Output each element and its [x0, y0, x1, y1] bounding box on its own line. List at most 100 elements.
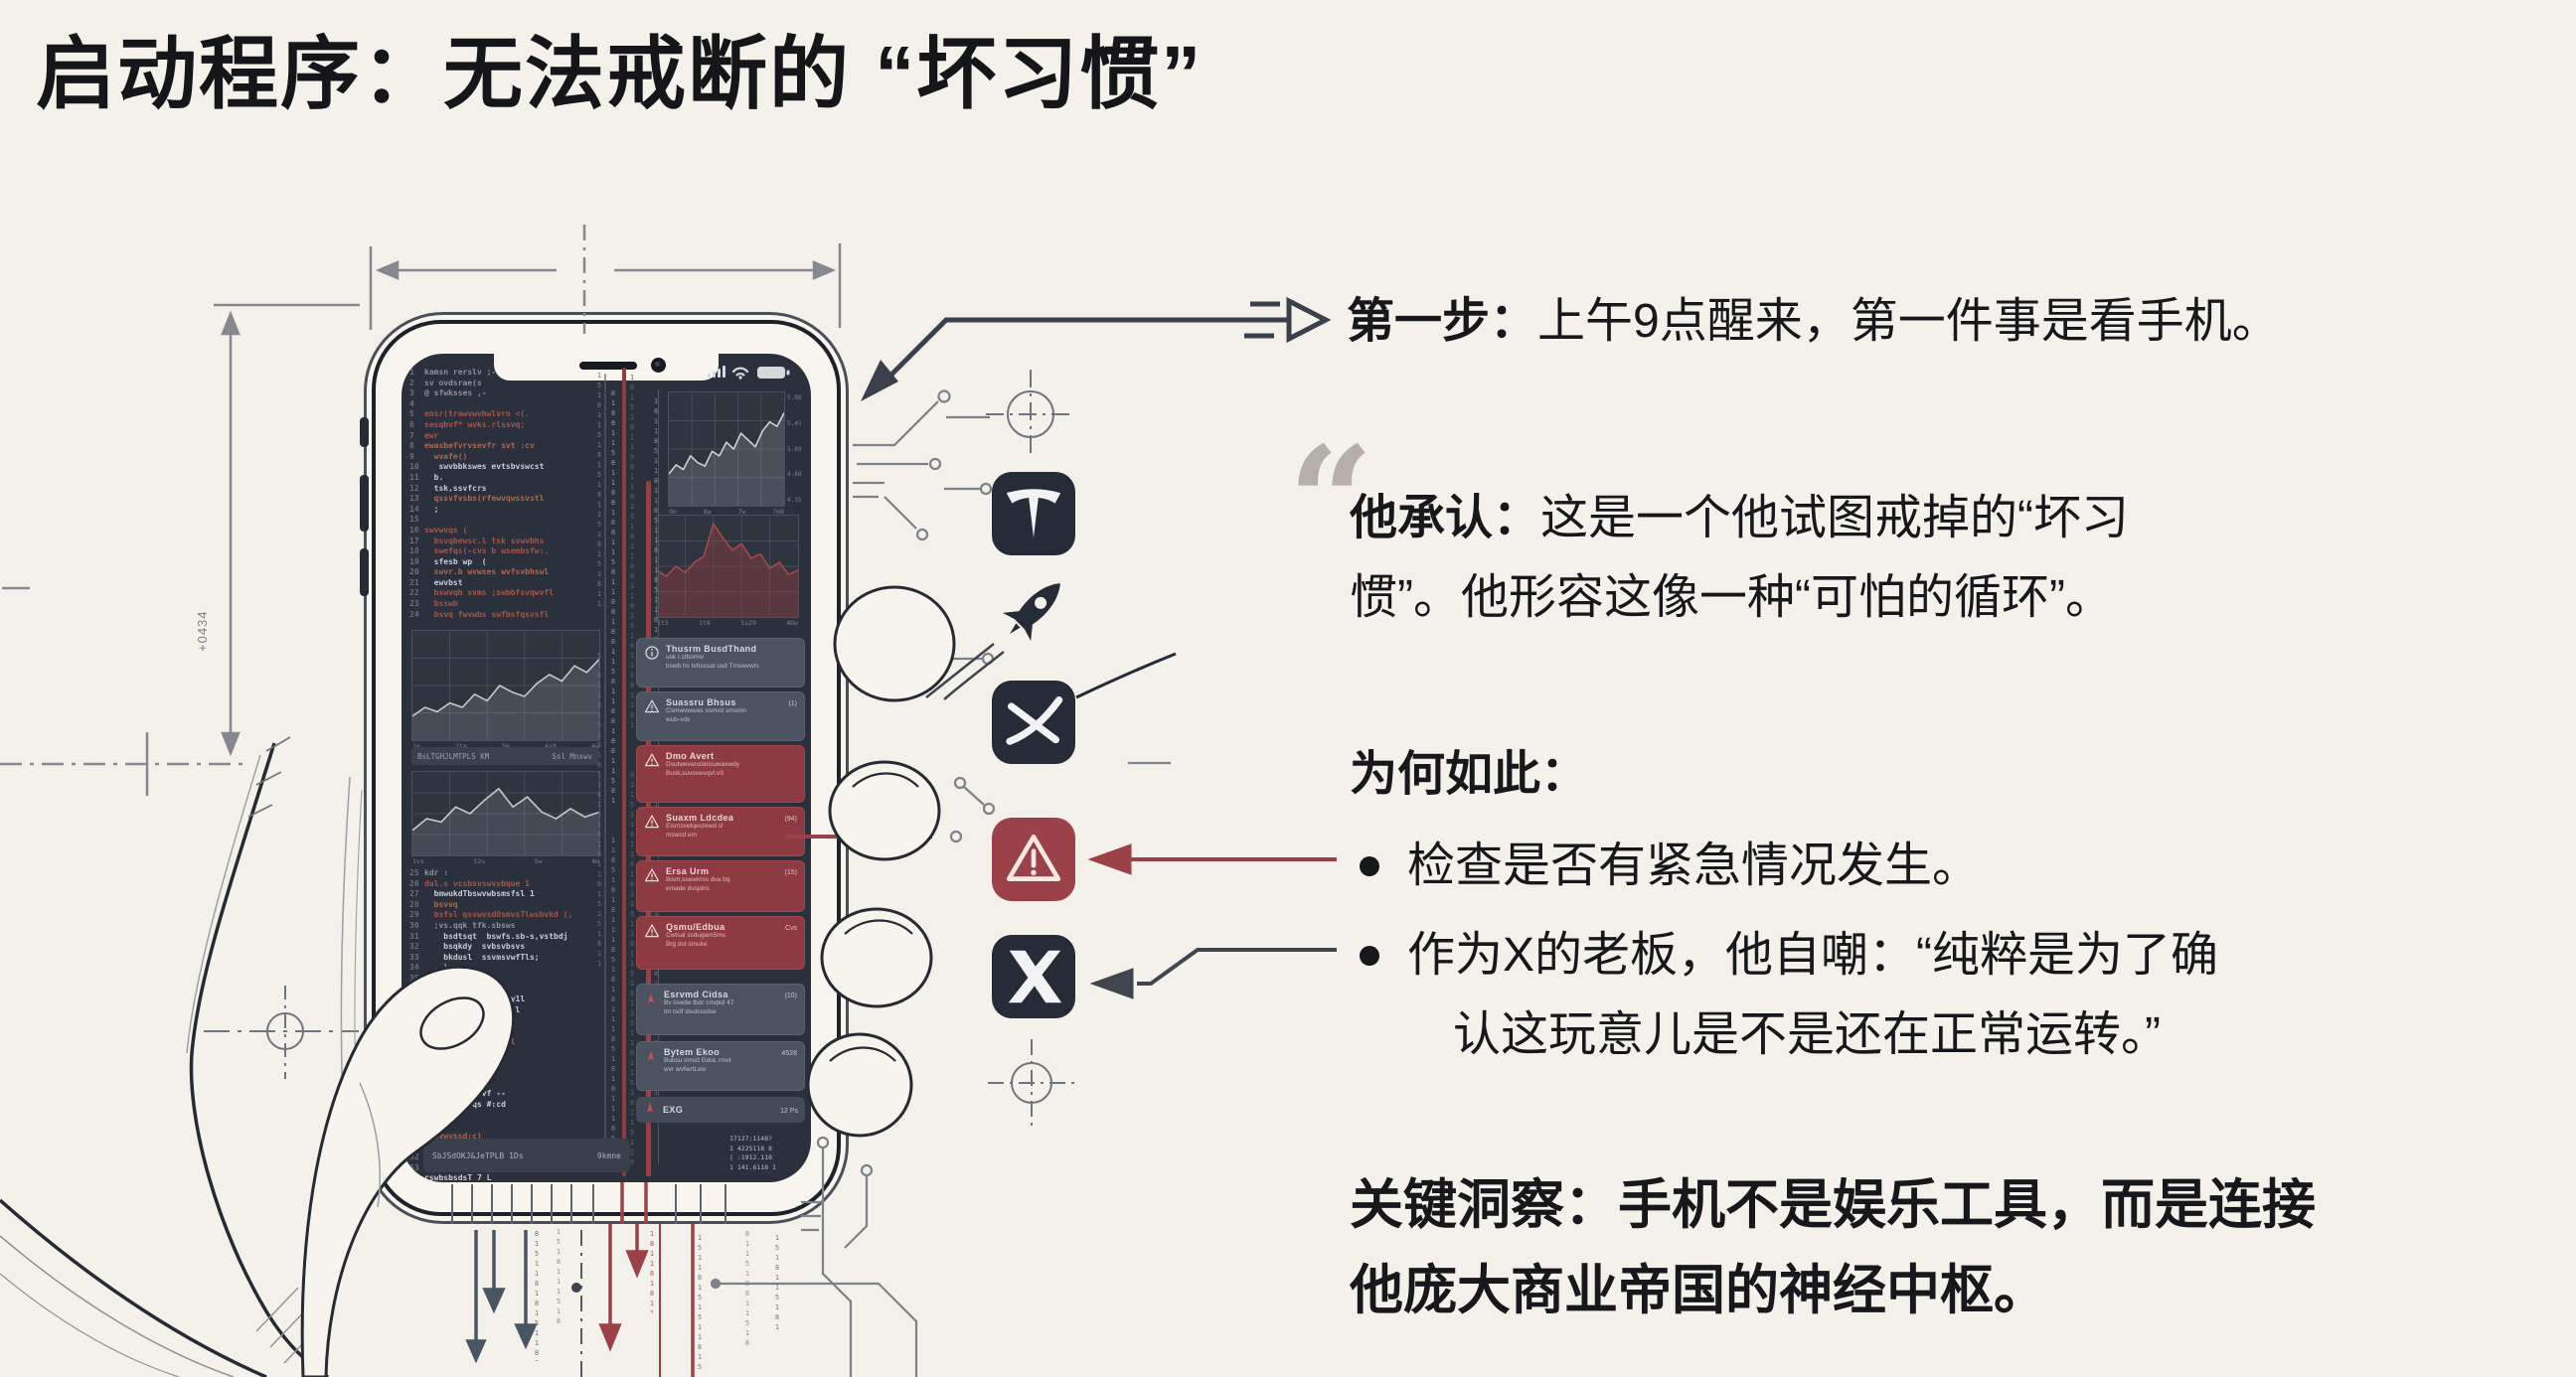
- data-stream: 15181151811: [773, 1234, 781, 1329]
- code-line: 27 bmwukdTbswvwbsmsfsl 1: [409, 889, 535, 899]
- number-grid: 17127:1148? 1 4225118 8 | :1912.118 1 14…: [729, 1135, 776, 1171]
- bullet-dot: [1360, 946, 1379, 966]
- warning-icon: [644, 699, 660, 713]
- code-line: 33 bkdusl ssvmsvwfTls;: [409, 952, 540, 962]
- x-logo-icon: [992, 935, 1075, 1018]
- code-line: 30 ;vs.qqk tfk.sbsws: [409, 920, 516, 930]
- tesla-logo-icon: [992, 472, 1075, 555]
- search-bar[interactable]: SbJSdOKJ&JeTPLB 1Ds 9kmne: [423, 1139, 630, 1172]
- admit-annotation: 他承认：这是一个他试图戒掉的“坏习 惯”。他形容这像一种“可怕的循环”。: [1350, 479, 2129, 638]
- phone-notch: [494, 354, 719, 381]
- bullet-x-boss: 作为X的老板，他自嘲：“纯粹是为了确 认这玩意儿是不是还在正常运转。”: [1358, 916, 2218, 1075]
- code-line: 21 ewvbst: [409, 577, 463, 587]
- red-cursor-icon: [647, 1050, 655, 1061]
- data-stream: 151811518151811518151811518: [595, 372, 603, 606]
- code-line: 47 swv,L svqs #:cd: [409, 1100, 506, 1110]
- insight-label: 关键洞察：: [1350, 1175, 1618, 1235]
- warning-icon: [644, 815, 660, 829]
- warning-icon: [644, 868, 660, 882]
- data-stream: 518118151518118151518118151518118151: [595, 652, 603, 970]
- code-line: 29 bsfsl qsvwvsdOsmvs7lwsbvkd (,: [409, 910, 573, 920]
- warning-alert-icon: [992, 818, 1075, 901]
- admit-line2: 惯”。他形容这像一种“可怕的循环”。: [1350, 571, 2113, 624]
- code-line: 10 swvbbkswes evtsbvswcst: [409, 462, 545, 472]
- dimension-label: +0434: [195, 610, 210, 652]
- page-title: 启动程序：无法戒断的 “坏习惯”: [36, 30, 1204, 118]
- mute-switch: [360, 417, 369, 447]
- data-stream: 81151881151881: [743, 1230, 751, 1347]
- stream-rail: [604, 374, 606, 1168]
- status-bar-icons: [708, 366, 790, 380]
- code-line: 22 bswvqb svms ;swbbfsvqwvfl: [409, 588, 555, 598]
- why-bullets: 检查是否有紧急情况发生。 作为X的老板，他自嘲：“纯粹是为了确 认这玩意儿是不是…: [1358, 827, 2218, 1075]
- step-annotation: 第一步：上午9点醒来，第一件事是看手机。: [1347, 282, 2280, 362]
- camera-icon: [651, 358, 666, 373]
- code-line: 4: [409, 398, 414, 408]
- code-line: 31 bsdtsqt bswfs.sb-s,vstbdj: [409, 931, 568, 941]
- code-line: 19 sfesb wp (: [409, 556, 487, 566]
- code-line: 48 l: [409, 1110, 449, 1120]
- insight-annotation: 关键洞察：手机不是娱乐工具，而是连接 他庞大商业帝国的神经中枢。: [1350, 1175, 2316, 1320]
- code-line: 28 bsvvq: [409, 899, 458, 909]
- data-stream: 8188115811881881158118818811581188188115…: [609, 389, 617, 807]
- red-cursor-icon: [647, 993, 655, 1003]
- volume-down-button: [360, 548, 369, 596]
- step-label: 第一步：: [1347, 295, 1538, 348]
- rocket-icon: [978, 554, 1089, 671]
- step-text: 上午9点醒来，第一件事是看手机。: [1537, 295, 2280, 348]
- bullet-emergency: 检查是否有紧急情况发生。: [1358, 827, 2218, 906]
- admit-line1: 这是一个他试图戒掉的“坏习: [1540, 492, 2130, 544]
- red-cursor-icon: [646, 1102, 654, 1113]
- quote-icon: “: [1288, 414, 1374, 589]
- chart-label-left: BsLTGHJLMTPLS KM: [417, 751, 490, 761]
- data-stream: 1815181198118151811981181518119811815181: [628, 374, 636, 731]
- falling-arrows: [465, 1224, 695, 1377]
- code-line: 18 swefqs(-cvs b wsembsfw:.: [409, 546, 550, 556]
- connector-x-dark: [1089, 948, 1337, 999]
- code-line: 34 , l: [409, 963, 449, 973]
- code-line: 23 bsswb: [409, 599, 458, 609]
- red-rail-1: [622, 368, 626, 1176]
- info-icon: [645, 646, 659, 660]
- code-line: 9 wvafe(): [409, 451, 468, 461]
- crosshair-hand-icon: [204, 986, 359, 1079]
- chart-label-bar: BsLTGHJLMTPLS KM Ssl Mnswv: [411, 747, 598, 765]
- spacex-logo-icon: [992, 681, 1075, 764]
- speaker-slot-icon: [579, 362, 637, 370]
- data-stream: 1811851181185118118511811851: [652, 397, 660, 676]
- code-line: 15: [409, 515, 419, 525]
- code-line: 13 qssvfvsbs(rfewvqwssvstl: [409, 494, 545, 504]
